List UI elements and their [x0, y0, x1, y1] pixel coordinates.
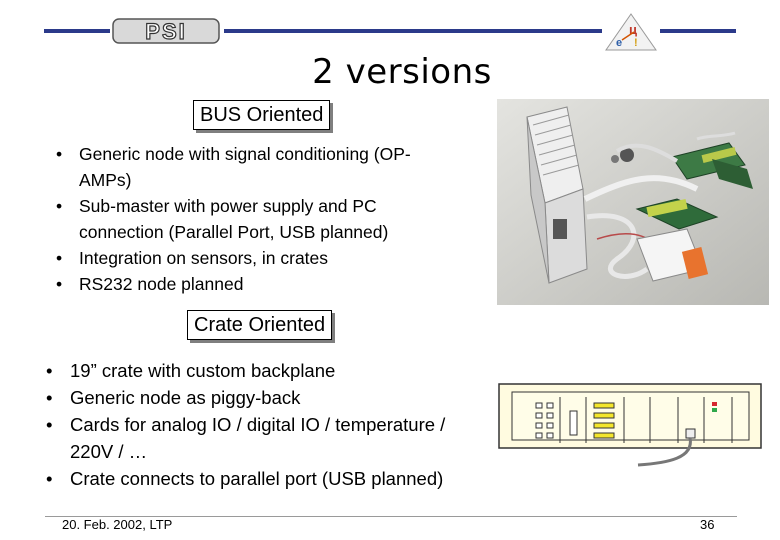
- bus-bullet-list: Generic node with signal conditioning (O…: [52, 141, 482, 297]
- institute-emblem-icon: ц e !: [605, 13, 657, 51]
- svg-text:!: !: [634, 37, 638, 49]
- list-item: 19” crate with custom backplane: [42, 357, 492, 384]
- list-item: Sub-master with power supply and PC conn…: [52, 193, 429, 245]
- header-rule-middle: [224, 29, 602, 33]
- list-item: RS232 node planned: [52, 271, 482, 297]
- svg-text:ц: ц: [629, 22, 637, 37]
- svg-text:e: e: [616, 37, 622, 49]
- header-rule-left: [44, 29, 110, 33]
- svg-text:PSI: PSI: [145, 19, 186, 44]
- footer-date: 20. Feb. 2002, LTP: [62, 517, 173, 532]
- hardware-photo: [497, 99, 769, 305]
- crate-diagram: [498, 383, 762, 467]
- list-item: Generic node as piggy-back: [42, 384, 492, 411]
- page-title: 2 versions: [312, 52, 492, 92]
- crate-oriented-label: Crate Oriented: [187, 310, 333, 340]
- psi-logo: PSI: [112, 18, 220, 45]
- footer-rule: [45, 516, 737, 517]
- list-item: Cards for analog IO / digital IO / tempe…: [42, 411, 480, 465]
- list-item: Crate connects to parallel port (USB pla…: [42, 465, 492, 492]
- header-rule-right: [660, 29, 736, 33]
- list-item: Generic node with signal conditioning (O…: [52, 141, 449, 193]
- list-item: Integration on sensors, in crates: [52, 245, 482, 271]
- crate-bullet-list: 19” crate with custom backplane Generic …: [42, 357, 492, 492]
- bus-oriented-label: BUS Oriented: [193, 100, 331, 130]
- page-number: 36: [700, 517, 715, 532]
